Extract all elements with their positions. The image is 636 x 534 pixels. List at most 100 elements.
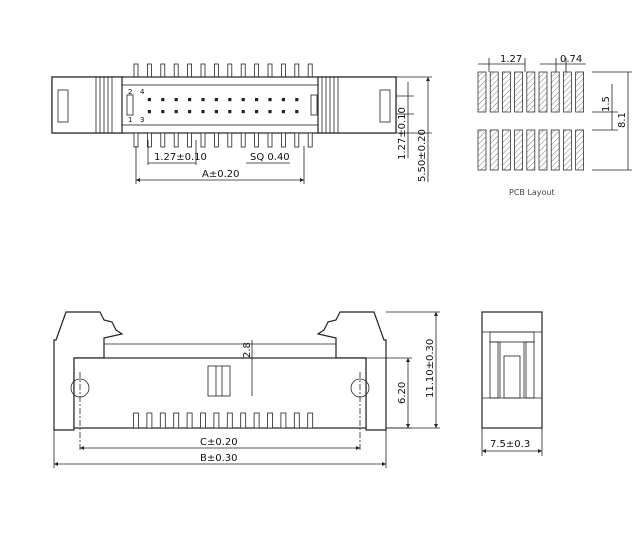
bottom-pin [307,132,313,148]
pcb-pad [538,129,548,171]
pin-dot [147,110,151,114]
bottom-pins [133,132,313,148]
pin-dot [268,98,272,102]
pcb-pad [538,71,548,113]
front-view-body [73,357,367,429]
pin-dot [281,98,285,102]
top-view: 2 4 1 3 1.27±0.10 SQ 0.40 A±0.20 [51,63,432,184]
dim-row-pitch: 1.27±0.10 [396,82,414,160]
front-pin [213,412,220,429]
center-key [207,365,231,397]
pcb-pad [526,71,536,113]
pin-dot [214,98,218,102]
front-pin [146,412,153,429]
bottom-pin [213,132,219,148]
top-pin [213,63,219,78]
pcb-pads [477,71,584,171]
pcb-pad [550,129,560,171]
bottom-pin [187,132,193,148]
pin-label-3: 3 [140,116,144,124]
dim-pcb-pad-width-label: 0.74 [560,54,582,65]
dim-pcb-pitch: 1.27 [478,54,526,72]
pcb-pad [489,71,499,113]
top-pin [267,63,273,78]
pcb-pad [501,71,511,113]
top-pins [133,63,313,78]
left-end-cap [51,76,123,134]
bottom-pin [227,132,233,148]
polarization-key-right [310,94,318,116]
polarization-key-left [126,94,134,116]
pcb-pad [477,129,487,171]
pin-cavity [121,84,319,126]
bottom-pin [146,132,152,148]
dim-row-pitch-label: 1.27±0.10 [397,107,408,160]
dim-overall-length-label: B±0.30 [200,453,238,464]
pin-dot [255,110,259,114]
front-pin [280,412,287,429]
front-pin [253,412,260,429]
dim-hole-spacing-label: C±0.20 [200,437,238,448]
pin-dot [268,110,272,114]
side-view-body [481,311,543,429]
top-pin [280,63,286,78]
dim-side-width-label: 7.5±0.3 [490,439,530,450]
dim-height-top: 5.50±0.20 [380,76,432,182]
bottom-pin [160,132,166,148]
top-pin [160,63,166,78]
bottom-pin [200,132,206,148]
pcb-pad [575,129,584,171]
bottom-pin [267,132,273,148]
pcb-pad [501,129,511,171]
top-pin [146,63,152,78]
dim-pcb-span: 8.1 [592,71,632,171]
pin-label-1: 1 [128,116,132,124]
top-pin [133,63,139,78]
pin-dot [147,98,151,102]
pcb-pad [489,129,499,171]
dim-pcb-span-label: 8.1 [617,112,628,128]
top-pin [307,63,313,78]
dim-height-top-label: 5.50±0.20 [417,129,428,182]
dim-latch-gap: 2.8 [236,340,260,396]
pin-dot [201,98,205,102]
right-latch-slot [379,89,391,123]
pin-dot [161,98,165,102]
pcb-pad [514,129,523,171]
pin-dot [188,110,192,114]
dim-length-a: A±0.20 [135,146,305,184]
top-pin [173,63,179,78]
pin-dot [228,110,232,114]
bottom-pin [280,132,286,148]
pin-label-2: 2 [128,88,132,96]
pcb-layout-caption: PCB Layout [509,188,555,197]
pin-dot [201,110,205,114]
dim-pitch-top-label: 1.27±0.10 [154,152,207,163]
pcb-pad [514,71,523,113]
front-pin [173,412,180,429]
dim-pcb-pitch-label: 1.27 [500,54,522,65]
pcb-layout-view: 1.27 0.74 1.5 8.1 PCB Layout [477,54,632,197]
top-pin [200,63,206,78]
bottom-pin [133,132,139,148]
pcb-pad [563,71,572,113]
pcb-pad [526,129,536,171]
pcb-pad [575,71,584,113]
pin-dot [228,98,232,102]
dim-side-width: 7.5±0.3 [481,428,543,456]
bottom-pin [294,132,300,148]
dim-length-a-label: A±0.20 [202,169,240,180]
pin-dot [241,110,245,114]
dim-latch-gap-label: 2.8 [242,342,253,358]
side-view: 7.5±0.3 [481,311,543,456]
front-pin [186,412,193,429]
pin-dot [255,98,259,102]
dim-overall-length: B±0.30 [53,430,387,468]
dim-total-height: 11.10±0.30 [386,311,440,429]
right-latch-arm [316,311,387,431]
front-pin [226,412,233,429]
front-pin [267,412,273,429]
pcb-pad [550,71,560,113]
pin-label-4: 4 [140,88,145,96]
top-pin [254,63,260,78]
